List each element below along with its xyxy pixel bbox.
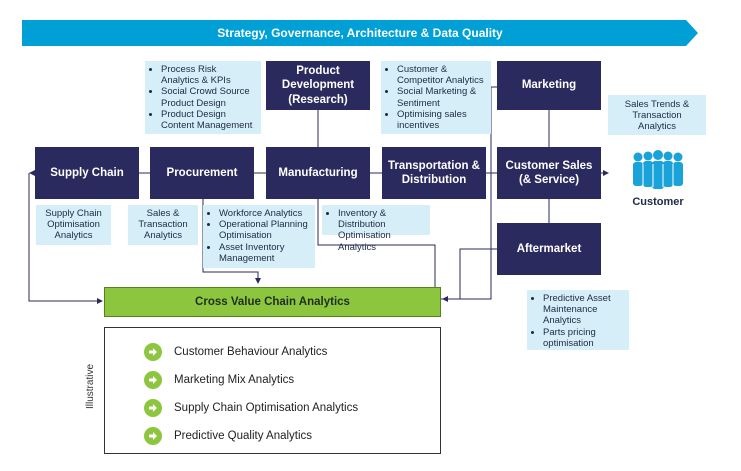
supply-chain-analytics-note: Supply Chain Optimisation Analytics [36, 205, 111, 245]
analytics-item-label: Supply Chain Optimisation Analytics [174, 402, 359, 414]
analytics-item-label: Customer Behaviour Analytics [174, 346, 328, 358]
note-item: Parts pricing optimisation [543, 327, 623, 349]
note-item: Social Crowd Source Product Design [161, 86, 255, 108]
cross-value-chain-analytics-box: Cross Value Chain Analytics [104, 287, 441, 317]
customer-label: Customer [632, 196, 684, 208]
arrow-right-circle-icon [144, 343, 162, 361]
note-item: Process Risk Analytics & KPIs [161, 64, 255, 86]
procurement-analytics-note: Sales & Transaction Analytics [128, 205, 198, 245]
analytics-item: Predictive Quality Analytics [144, 427, 312, 445]
note-text: Sales & Transaction Analytics [138, 208, 188, 242]
marketing-analytics-note: Customer & Competitor Analytics Social M… [381, 61, 491, 134]
banner-label: Strategy, Governance, Architecture & Dat… [217, 26, 503, 40]
analytics-item: Supply Chain Optimisation Analytics [144, 399, 358, 417]
marketing-box: Marketing [497, 61, 601, 110]
customer-sales-analytics-note: Sales Trends & Transaction Analytics [608, 95, 706, 135]
note-text: Supply Chain Optimisation Analytics [45, 208, 102, 242]
note-item: Asset Inventory Management [219, 242, 309, 264]
supply-chain-box: Supply Chain [35, 147, 139, 199]
arrow-right-circle-icon [144, 427, 162, 445]
analytics-item-label: Marketing Mix Analytics [174, 374, 295, 386]
illustrative-label: Illustrative [85, 363, 96, 409]
note-item: Inventory & Distribution Optimisation An… [338, 208, 424, 253]
transportation-analytics-note: Inventory & Distribution Optimisation An… [322, 205, 430, 253]
analytics-item: Customer Behaviour Analytics [144, 343, 327, 361]
aftermarket-analytics-note: Predictive Asset Maintenance Analytics P… [527, 290, 629, 350]
note-text: Sales Trends & Transaction Analytics [624, 99, 690, 133]
note-item: Product Design Content Management [161, 109, 255, 131]
aftermarket-box: Aftermarket [497, 223, 601, 275]
product-development-analytics-note: Process Risk Analytics & KPIs Social Cro… [145, 61, 261, 134]
note-item: Operational Planning Optimisation [219, 219, 309, 241]
note-item: Predictive Asset Maintenance Analytics [543, 293, 623, 327]
banner-arrow-shape [22, 20, 698, 46]
note-item: Social Marketing & Sentiment [397, 86, 485, 108]
manufacturing-analytics-note: Workforce Analytics Operational Planning… [203, 205, 315, 268]
strategy-banner: Strategy, Governance, Architecture & Dat… [22, 20, 698, 46]
product-development-box: Product Development (Research) [266, 61, 370, 110]
transportation-distribution-box: Transportation & Distribution [382, 147, 486, 199]
note-item: Optimising sales incentives [397, 109, 485, 131]
customer-sales-box: Customer Sales (& Service) [497, 147, 601, 199]
people-icon [633, 150, 683, 189]
note-item: Workforce Analytics [219, 208, 309, 219]
procurement-box: Procurement [150, 147, 254, 199]
analytics-item: Marketing Mix Analytics [144, 371, 294, 389]
arrow-right-circle-icon [144, 371, 162, 389]
manufacturing-box: Manufacturing [266, 147, 370, 199]
arrow-right-circle-icon [144, 399, 162, 417]
note-item: Customer & Competitor Analytics [397, 64, 485, 86]
analytics-item-label: Predictive Quality Analytics [174, 430, 313, 442]
